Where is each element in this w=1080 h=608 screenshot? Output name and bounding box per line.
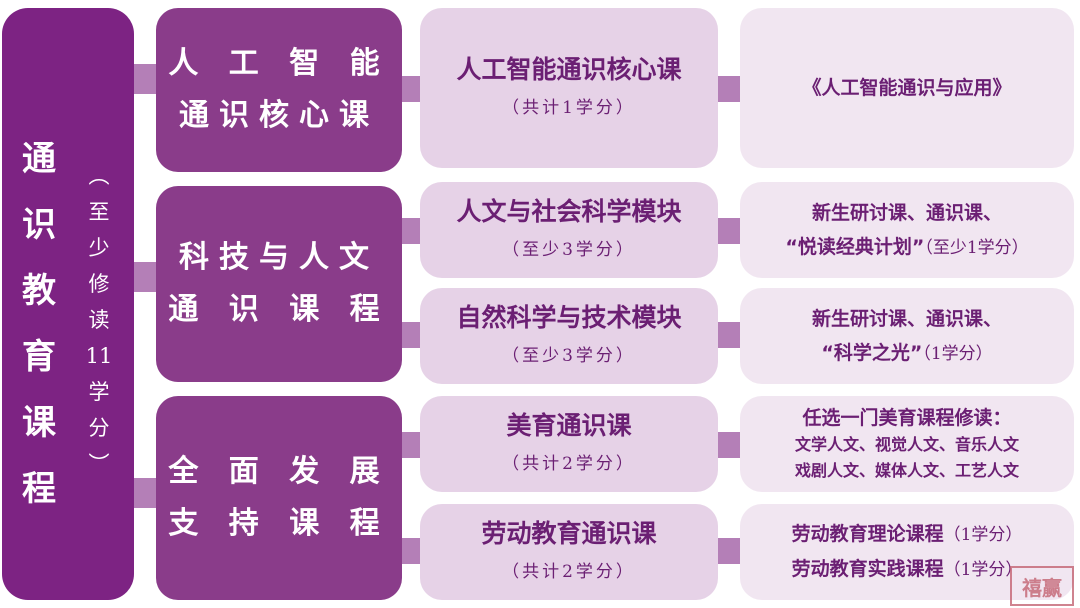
root-title: 通 识 教 育 课 程 — [20, 126, 68, 522]
detail-line: 戏剧人文、媒体人文、工艺人文 — [794, 461, 1019, 480]
module-title: 美育通识课 — [506, 411, 632, 440]
root-note-char: 修 — [88, 272, 110, 296]
connector-mod5-detail — [714, 538, 744, 564]
detail-line-text: 劳动教育实践课程 — [791, 558, 944, 580]
root-note-char: 读 — [88, 308, 110, 332]
connector-mod3-detail — [714, 322, 744, 348]
connector-mod2-detail — [714, 218, 744, 244]
detail-credit: （1学分） — [922, 343, 993, 364]
module-credit: （至少3学分） — [502, 240, 636, 260]
detail-line: 新生研讨课、通识课、 — [811, 201, 1002, 224]
module-credit: （至少3学分） — [502, 346, 636, 366]
module-labor: 劳动教育通识课 （共计2学分） — [420, 504, 718, 600]
detail-line: 《人工智能通识与应用》 — [802, 77, 1012, 99]
detail-line: 新生研讨课、通识课、 — [811, 307, 1002, 330]
detail-aesthetic: 任选一门美育课程修读： 文学人文、视觉人文、音乐人文 戏剧人文、媒体人文、工艺人… — [740, 396, 1074, 492]
detail-credit: （至少1学分） — [924, 237, 1029, 258]
module-ai-core: 人工智能通识核心课 （共计1学分） — [420, 8, 718, 168]
category-label: 科技与人文 通 识 课 程 — [168, 240, 390, 327]
connector-root-cat1 — [130, 64, 160, 94]
category-ai-core: 人 工 智 能 通识核心课 — [156, 8, 402, 172]
module-aesthetic: 美育通识课 （共计2学分） — [420, 396, 718, 492]
detail-credit: （1学分） — [943, 560, 1023, 580]
root-note-char: 11 — [85, 344, 113, 368]
detail-credit: （1学分） — [943, 525, 1023, 545]
detail-humanities: 新生研讨课、通识课、 “悦读经典计划”（至少1学分） — [740, 182, 1074, 278]
category-development: 全 面 发 展 支 持 课 程 — [156, 396, 402, 600]
root-note-char: 至 — [88, 200, 110, 224]
detail-ai-core: 《人工智能通识与应用》 — [740, 8, 1074, 168]
root-title-char: 识 — [22, 205, 66, 245]
watermark-stamp: 禧赢 — [1010, 566, 1074, 606]
connector-mod4-detail — [714, 432, 744, 458]
module-credit: （共计2学分） — [502, 454, 636, 474]
module-credit: （共计2学分） — [502, 562, 636, 582]
module-title: 自然科学与技术模块 — [456, 303, 682, 332]
module-title: 劳动教育通识课 — [481, 519, 657, 548]
root-note-char: 学 — [88, 380, 110, 404]
root-title-char: 育 — [22, 337, 66, 377]
detail-line: “科学之光”（1学分） — [821, 336, 992, 371]
category-label: 人 工 智 能 通识核心课 — [168, 46, 390, 133]
connector-mod1-detail — [714, 76, 744, 102]
detail-line: “悦读经典计划”（至少1学分） — [785, 230, 1028, 265]
category-sci-hum: 科技与人文 通 识 课 程 — [156, 186, 402, 382]
root-title-char: 通 — [22, 139, 66, 179]
detail-line-text: “悦读经典计划” — [785, 235, 925, 258]
root-note-char: 少 — [88, 236, 110, 260]
root-note-char: 分 — [88, 416, 110, 440]
detail-line: 劳动教育实践课程（1学分） — [792, 552, 1023, 587]
detail-labor: 劳动教育理论课程（1学分） 劳动教育实践课程（1学分） — [740, 504, 1074, 600]
detail-line: 文学人文、视觉人文、音乐人文 — [794, 435, 1019, 454]
root-node: 通 识 教 育 课 程 ︵ 至 少 修 读 11 学 分 ︶ — [2, 8, 134, 600]
root-note-char: ︵ — [88, 164, 110, 188]
root-credit-note: ︵ 至 少 修 读 11 学 分 ︶ — [82, 158, 116, 482]
connector-root-cat2 — [130, 262, 160, 292]
detail-line-text: “科学之光” — [821, 341, 923, 364]
module-humanities: 人文与社会科学模块 （至少3学分） — [420, 182, 718, 278]
category-label: 全 面 发 展 支 持 课 程 — [168, 454, 390, 541]
root-title-char: 教 — [22, 271, 66, 311]
detail-science: 新生研讨课、通识课、 “科学之光”（1学分） — [740, 288, 1074, 384]
module-science: 自然科学与技术模块 （至少3学分） — [420, 288, 718, 384]
root-title-char: 程 — [22, 469, 66, 509]
detail-line-text: 劳动教育理论课程 — [791, 523, 944, 545]
module-title: 人文与社会科学模块 — [456, 197, 682, 226]
root-note-char: ︶ — [88, 452, 110, 476]
root-title-char: 课 — [22, 403, 66, 443]
detail-line: 任选一门美育课程修读： — [802, 407, 1012, 429]
module-title: 人工智能通识核心课 — [456, 55, 682, 84]
detail-line: 劳动教育理论课程（1学分） — [792, 517, 1023, 552]
connector-root-cat3 — [130, 478, 160, 508]
module-credit: （共计1学分） — [502, 98, 636, 118]
